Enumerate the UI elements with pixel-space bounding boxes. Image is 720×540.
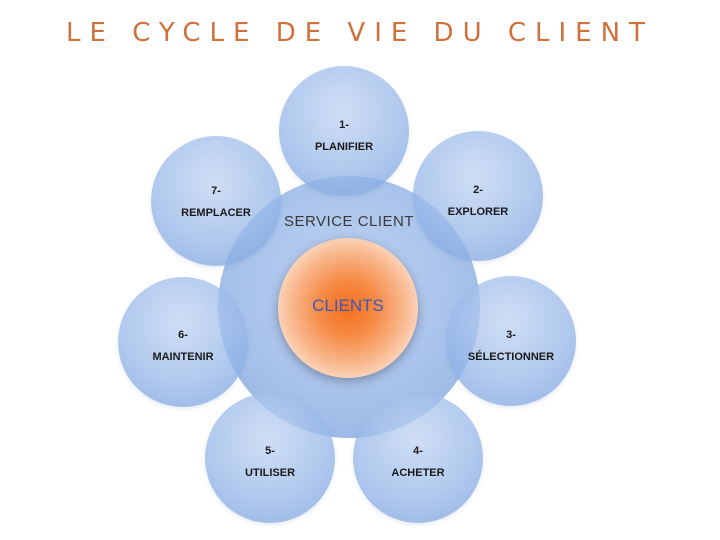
step-label: ACHETER bbox=[391, 467, 445, 479]
clients-label: CLIENTS bbox=[312, 296, 384, 315]
step-number: 7- bbox=[211, 185, 221, 197]
step-circle-6 bbox=[118, 277, 248, 407]
step-6: 6- MAINTENIR bbox=[118, 328, 248, 364]
step-label: SÉLECTIONNER bbox=[467, 351, 555, 363]
step-number: 1- bbox=[339, 119, 349, 131]
slide-title: LE CYCLE DE VIE DU CLIENT bbox=[66, 18, 654, 48]
step-number: 6- bbox=[178, 329, 188, 341]
step-number: 3- bbox=[506, 329, 516, 341]
step-5: 5- UTILISER bbox=[205, 444, 335, 480]
step-circle-1 bbox=[279, 66, 409, 196]
step-label: REMPLACER bbox=[181, 207, 251, 219]
step-circle-5 bbox=[205, 393, 335, 523]
step-1: 1- PLANIFIER bbox=[279, 118, 409, 154]
step-number: 4- bbox=[413, 445, 423, 457]
step-7: 7- REMPLACER bbox=[151, 184, 281, 220]
step-number: 5- bbox=[265, 445, 275, 457]
step-label: MAINTENIR bbox=[152, 351, 214, 363]
step-3: 3- SÉLECTIONNER bbox=[446, 328, 576, 364]
clients-core-circle bbox=[278, 238, 418, 378]
step-label: PLANIFIER bbox=[314, 141, 374, 153]
service-client-label: SERVICE CLIENT bbox=[283, 213, 415, 230]
step-circle-3 bbox=[446, 276, 576, 406]
step-label: UTILISER bbox=[244, 467, 296, 479]
step-circle-4 bbox=[353, 393, 483, 523]
step-2: 2- EXPLORER bbox=[413, 183, 543, 219]
step-circle-2 bbox=[413, 131, 543, 261]
step-circle-7 bbox=[151, 136, 281, 266]
step-number: 2- bbox=[473, 184, 483, 196]
step-4: 4- ACHETER bbox=[353, 444, 483, 480]
step-label: EXPLORER bbox=[447, 206, 509, 218]
